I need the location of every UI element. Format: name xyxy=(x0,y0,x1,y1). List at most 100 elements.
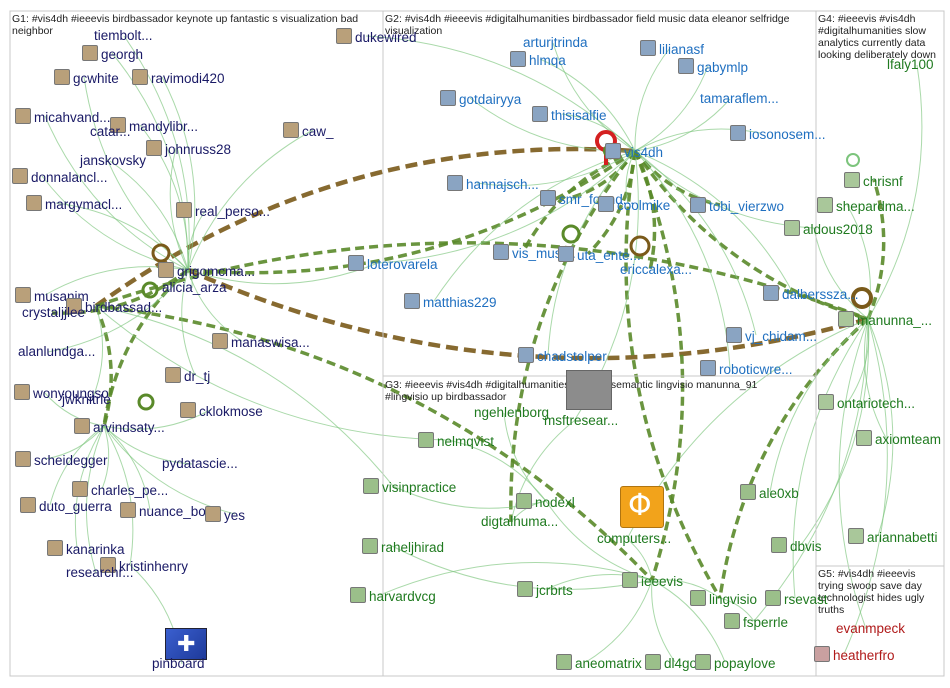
avatar-icon xyxy=(100,557,116,573)
msftresearch-logo-icon[interactable] xyxy=(566,370,612,410)
node-kristinhenry[interactable]: kristinhenry xyxy=(100,557,188,575)
node-chrisnf[interactable]: chrisnf xyxy=(844,172,903,190)
node-hlmqa[interactable]: hlmqa xyxy=(510,51,566,69)
node-gabymlp[interactable]: gabymlp xyxy=(678,58,748,76)
node-msftresear[interactable]: msftresear... xyxy=(544,413,618,429)
node-dukewired[interactable]: dukewired xyxy=(336,28,417,46)
node-mandylibr[interactable]: mandylibr... xyxy=(110,117,198,135)
node-nuance_bot[interactable]: nuance_bot xyxy=(120,502,210,520)
node-scheidegger[interactable]: scheidegger xyxy=(15,451,108,469)
node-lingvisio[interactable]: lingvisio xyxy=(690,590,757,608)
node-loterovarela[interactable]: loterovarela xyxy=(348,255,438,273)
node-ngehlenborg[interactable]: ngehlenborg xyxy=(474,405,549,421)
node-donnalancl[interactable]: donnalancl... xyxy=(12,168,108,186)
node-caw_[interactable]: caw_ xyxy=(283,122,334,140)
node-tamaraflem[interactable]: tamaraflem... xyxy=(700,91,779,107)
node-ravimodi420[interactable]: ravimodi420 xyxy=(132,69,225,87)
node-wonyoungso[interactable]: wonyoungso xyxy=(14,384,109,402)
node-dbvis[interactable]: dbvis xyxy=(771,537,822,555)
node-manaswisa[interactable]: manaswisa... xyxy=(212,333,310,351)
node-label: lingvisio xyxy=(709,592,758,607)
node-matthias229[interactable]: matthias229 xyxy=(404,293,497,311)
node-roboticwre[interactable]: roboticwre... xyxy=(700,360,793,378)
node-arturjtrinda[interactable]: arturjtrinda xyxy=(523,35,588,51)
node-gotdairyya[interactable]: gotdairyya xyxy=(440,90,521,108)
node-fsperrle[interactable]: fsperrle xyxy=(724,613,788,631)
node-janskovsky[interactable]: janskovsky xyxy=(80,153,146,169)
node-uta_ente[interactable]: uta_ente... xyxy=(558,246,641,264)
node-ieeevis[interactable]: ieeevis xyxy=(622,572,683,590)
node-evanmpeck[interactable]: evanmpeck xyxy=(836,621,905,637)
avatar-icon xyxy=(350,587,366,603)
node-jwknitrle[interactable]: jwknitrle xyxy=(62,392,111,408)
node-nelmqvist[interactable]: nelmqvist xyxy=(418,432,494,450)
pinboard-pin-icon[interactable]: ✚ xyxy=(165,628,207,660)
node-aldous2018[interactable]: aldous2018 xyxy=(784,220,873,238)
node-grigomcma[interactable]: grigomcma... xyxy=(158,262,255,280)
node-cklokmose[interactable]: cklokmose xyxy=(180,402,263,420)
node-tobi_vierzwo[interactable]: tobi_vierzwo xyxy=(690,197,784,215)
node-chadstolper[interactable]: chadstolper xyxy=(518,347,607,365)
node-dalberssza[interactable]: dalberssza... xyxy=(763,285,859,303)
node-johnruss28[interactable]: johnruss28 xyxy=(146,140,231,158)
node-kanarinka[interactable]: kanarinka xyxy=(47,540,125,558)
node-computers[interactable]: computers... xyxy=(597,531,671,547)
edge-grigomcma-micahvand xyxy=(44,115,189,271)
node-manunna[interactable]: manunna_... xyxy=(838,311,932,329)
node-catar[interactable]: catar... xyxy=(90,124,131,140)
node-iosonosem[interactable]: iosonosem... xyxy=(730,125,826,143)
node-tiemboli[interactable]: tiembolt... xyxy=(94,28,153,44)
node-label: mandylibr... xyxy=(129,119,199,134)
node-smr_found[interactable]: smr_found... xyxy=(540,190,634,208)
node-gcwhite[interactable]: gcwhite xyxy=(54,69,119,87)
node-arvindsaty[interactable]: arvindsaty... xyxy=(74,418,165,436)
node-vis4dh[interactable]: vis4dh xyxy=(605,143,663,161)
node-vj_chidam[interactable]: vj_chidam... xyxy=(726,327,817,345)
node-dr_tj[interactable]: dr_tj xyxy=(165,367,210,385)
computers-phi-icon[interactable]: Φ xyxy=(620,486,664,528)
node-nodexl[interactable]: nodexl xyxy=(516,493,575,511)
group-caption-g5: G5: #vis4dh #ieeevis trying swoop save d… xyxy=(818,568,925,616)
node-crystaljjlee[interactable]: crystaljjlee xyxy=(22,305,85,321)
avatar-icon xyxy=(730,125,746,141)
node-digtalhuma[interactable]: digtalhuma... xyxy=(481,514,558,530)
node-heatherfro[interactable]: heatherfro xyxy=(814,646,895,664)
node-georgh[interactable]: georgh xyxy=(82,45,143,63)
node-yes[interactable]: yes xyxy=(205,506,245,524)
node-jcrbrts[interactable]: jcrbrts xyxy=(517,581,573,599)
node-lfaly100[interactable]: lfaly100 xyxy=(887,57,934,73)
node-charles_pe[interactable]: charles_pe... xyxy=(72,481,168,499)
node-pydatascie[interactable]: pydatascie... xyxy=(162,456,238,472)
avatar-icon xyxy=(817,197,833,213)
node-birdbassad[interactable]: birdbassad... xyxy=(66,298,162,316)
node-margymacl[interactable]: margymacl... xyxy=(26,195,122,213)
node-lilianasf[interactable]: lilianasf xyxy=(640,40,704,58)
node-rsevast[interactable]: rsevast xyxy=(765,590,828,608)
node-harvardvcg[interactable]: harvardvcg xyxy=(350,587,436,605)
node-researchr[interactable]: researchr... xyxy=(66,565,134,581)
node-thisisalfie[interactable]: thisisalfie xyxy=(532,106,607,124)
node-ontariotech[interactable]: ontariotech... xyxy=(818,394,915,412)
node-aneomatrix[interactable]: aneomatrix xyxy=(556,654,642,672)
node-raheljhirad[interactable]: raheljhirad xyxy=(362,538,444,556)
node-alanlundga[interactable]: alanlundga... xyxy=(18,344,95,360)
node-duto_guerra[interactable]: duto_guerra xyxy=(20,497,112,515)
node-dl4go[interactable]: dl4go xyxy=(645,654,697,672)
node-axiomteam[interactable]: axiomteam xyxy=(856,430,941,448)
node-ale0xb[interactable]: ale0xb xyxy=(740,484,799,502)
node-shepardma[interactable]: shepardma... xyxy=(817,197,915,215)
node-pinboard[interactable]: pinboard xyxy=(152,656,205,672)
edge-manunna-evanmpeck xyxy=(838,318,869,630)
node-popaylove[interactable]: popaylove xyxy=(695,654,776,672)
node-real_perso[interactable]: real_perso... xyxy=(176,202,270,220)
avatar-icon xyxy=(556,654,572,670)
node-coolmike[interactable]: coolmike xyxy=(598,196,670,214)
node-visinpractice[interactable]: visinpractice xyxy=(363,478,456,496)
avatar-icon xyxy=(418,432,434,448)
node-hannajsch[interactable]: hannajsch... xyxy=(447,175,539,193)
node-ariannabetti[interactable]: ariannabetti xyxy=(848,528,938,546)
node-micahvand[interactable]: micahvand... xyxy=(15,108,111,126)
self-loop-marker xyxy=(141,281,159,299)
node-alicia_arza[interactable]: alicia_arza xyxy=(162,280,227,296)
node-ericcalexa[interactable]: ericcalexa... xyxy=(620,262,692,278)
